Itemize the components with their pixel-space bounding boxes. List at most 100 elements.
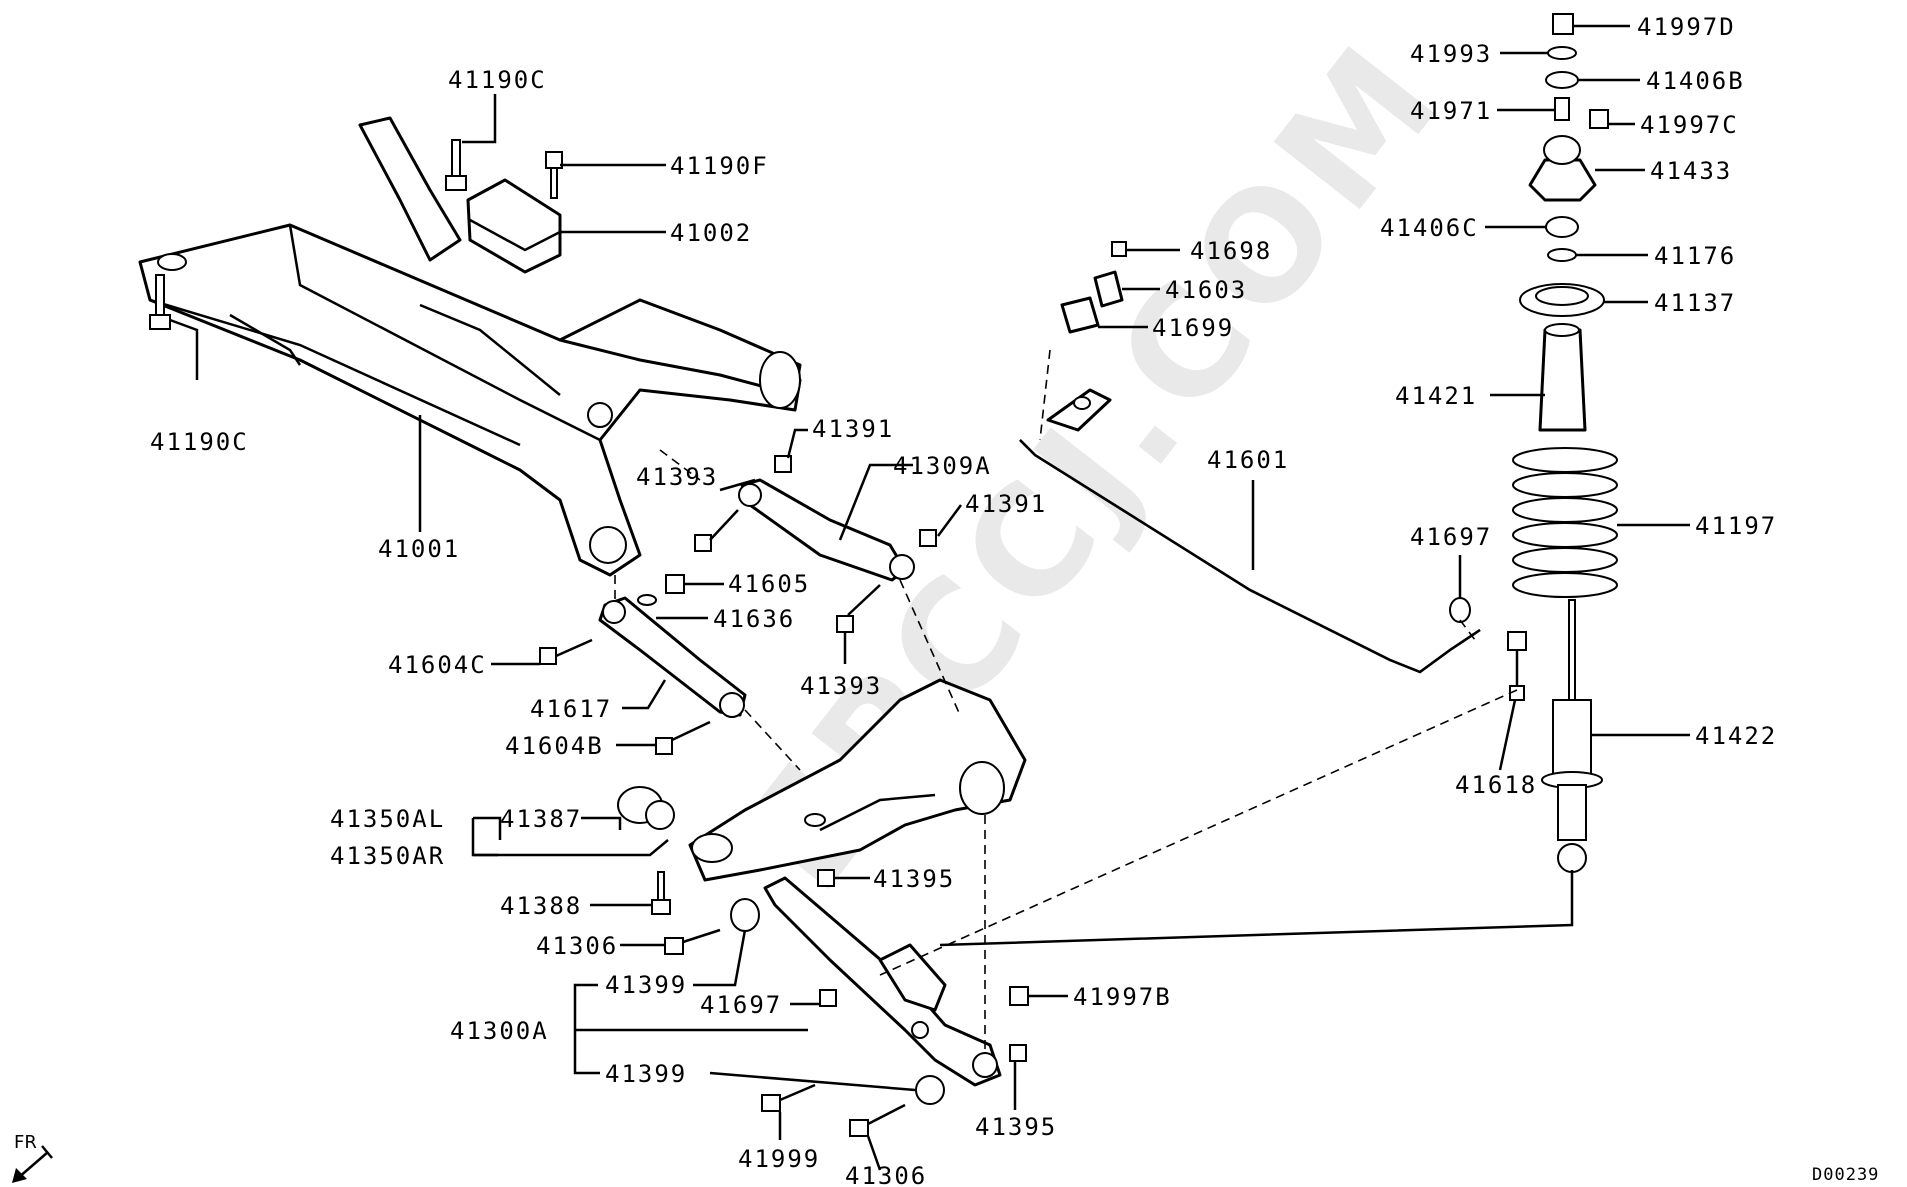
callout-41601: 41601 <box>1207 446 1289 474</box>
callout-41309A: 41309A <box>893 452 992 480</box>
callout-41393-a: 41393 <box>636 463 718 491</box>
bushing-41697-b <box>1449 597 1471 623</box>
callout-labels: 41190C 41190F 41002 41190C 41001 41391 4… <box>150 13 1777 1187</box>
bolt-41393-a <box>694 509 739 552</box>
bolt-41393-b <box>836 584 881 633</box>
bolt-41388 <box>651 871 671 915</box>
callout-41636: 41636 <box>713 605 795 633</box>
trailing-arm-41350A <box>688 678 1027 882</box>
callout-41399-a: 41399 <box>605 971 687 999</box>
callout-41698: 41698 <box>1190 237 1272 265</box>
leader-lines <box>169 24 1690 1171</box>
bolt-41306-a <box>664 928 721 955</box>
nut-41395-b <box>1009 1044 1027 1062</box>
callout-41997D: 41997D <box>1637 13 1736 41</box>
callout-41617: 41617 <box>530 695 612 723</box>
callout-41604C: 41604C <box>388 651 487 679</box>
callout-41971: 41971 <box>1410 97 1492 125</box>
callout-41190F: 41190F <box>670 152 769 180</box>
spring-41197 <box>1512 447 1618 598</box>
callout-41137: 41137 <box>1654 289 1736 317</box>
callout-41176: 41176 <box>1654 242 1736 270</box>
callout-41993: 41993 <box>1410 40 1492 68</box>
bushing-41399-b <box>915 1075 945 1105</box>
nut-41997D <box>1552 13 1574 35</box>
bracket-41603 <box>1093 270 1124 308</box>
callout-41421: 41421 <box>1395 382 1477 410</box>
callout-41388: 41388 <box>500 892 582 920</box>
crossmember-41001 <box>138 116 802 577</box>
bolt-41190C-left <box>149 274 171 330</box>
bolt-41190F <box>545 151 563 199</box>
callout-41605: 41605 <box>728 570 810 598</box>
lower-arm-41300A <box>763 876 1002 1087</box>
bushing-41406C <box>1545 216 1579 238</box>
nut-41997C <box>1589 109 1609 129</box>
bolt-41999 <box>761 1083 816 1112</box>
arm-41617 <box>598 596 747 718</box>
callout-41391-a: 41391 <box>812 415 894 443</box>
callout-41350AL: 41350AL <box>330 805 445 833</box>
washer-41176 <box>1547 248 1577 262</box>
callout-41399-b: 41399 <box>605 1060 687 1088</box>
callout-41997B: 41997B <box>1073 983 1172 1011</box>
callout-41001: 41001 <box>378 535 460 563</box>
callout-41433: 41433 <box>1650 157 1732 185</box>
nut-41997B <box>1009 986 1029 1006</box>
callout-41300A: 41300A <box>450 1017 549 1045</box>
shock-41422 <box>1541 599 1603 873</box>
bolt-41604C <box>539 638 593 665</box>
bump-stop-41421 <box>1538 323 1587 432</box>
callout-41697-b: 41697 <box>1410 523 1492 551</box>
callout-41190C-top: 41190C <box>448 66 547 94</box>
link-41618 <box>1507 631 1527 701</box>
nut-41391-b <box>919 529 937 547</box>
callout-41395-b: 41395 <box>975 1113 1057 1141</box>
reference-lines <box>614 349 1574 1050</box>
callout-41603: 41603 <box>1165 276 1247 304</box>
callout-41604B: 41604B <box>505 732 604 760</box>
callout-41997C: 41997C <box>1640 111 1739 139</box>
callout-41406C: 41406C <box>1380 214 1479 242</box>
callout-41697-a: 41697 <box>700 991 782 1019</box>
arrow-down-left-icon <box>12 1145 53 1183</box>
seat-41137 <box>1519 283 1605 317</box>
nut-41605 <box>665 574 685 594</box>
callout-41387: 41387 <box>500 805 582 833</box>
callout-41002: 41002 <box>670 219 752 247</box>
callout-41393-b: 41393 <box>800 672 882 700</box>
bushing-41406B <box>1545 71 1579 89</box>
callout-41395-a: 41395 <box>873 865 955 893</box>
callout-41422: 41422 <box>1695 722 1777 750</box>
callout-41999: 41999 <box>738 1145 820 1173</box>
callout-41190C-left: 41190C <box>150 428 249 456</box>
callout-41306-b: 41306 <box>845 1162 927 1187</box>
bushing-41699 <box>1060 296 1100 334</box>
collar-41971 <box>1554 97 1570 121</box>
bracket-41002 <box>466 178 562 274</box>
fr-label: FR <box>14 1132 37 1153</box>
callout-41699: 41699 <box>1152 314 1234 342</box>
callout-41197: 41197 <box>1695 512 1777 540</box>
callout-41391-b: 41391 <box>965 490 1047 518</box>
washer-41636 <box>637 594 657 606</box>
callout-41306-a: 41306 <box>536 932 618 960</box>
callout-41406B: 41406B <box>1646 67 1745 95</box>
bolt-41190C-top <box>445 139 467 191</box>
bolt-41604B <box>655 720 711 755</box>
bushing-41387 <box>617 786 675 830</box>
callout-41618: 41618 <box>1455 771 1537 799</box>
bolt-41698 <box>1111 241 1127 257</box>
front-direction-indicator: FR <box>12 1132 53 1183</box>
callout-41350AR: 41350AR <box>330 842 445 870</box>
nut-41391-a <box>774 455 792 473</box>
nut-41697-a <box>819 989 837 1007</box>
upper-arm-41309A <box>738 478 915 582</box>
nut-41395-a <box>817 869 835 887</box>
washer-41993 <box>1547 46 1577 60</box>
mount-41433 <box>1528 135 1597 202</box>
bushing-41399-a <box>730 898 760 932</box>
diagram-code: D00239 <box>1812 1165 1879 1185</box>
bolt-41306-b <box>849 1103 906 1137</box>
